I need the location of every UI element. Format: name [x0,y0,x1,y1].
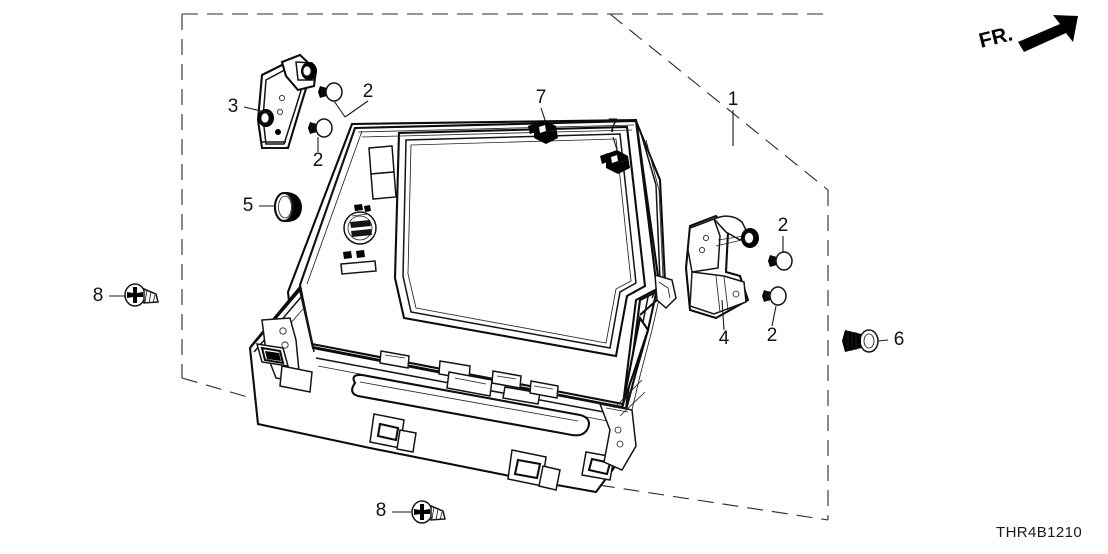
left-mounting-bracket [256,53,318,150]
face-label-rectangles [368,145,397,200]
callout-7-lower: 7 [608,116,619,137]
drawing-number: THR4B1210 [996,524,1082,541]
bracket-collar-left [258,109,274,127]
orientation-marker: FR. [977,15,1078,53]
callout-6: 6 [894,329,905,350]
right-mounting-bracket [684,214,759,320]
callout-8-bottom: 8 [376,500,387,521]
arrow-up-right-icon [1018,15,1078,52]
callout-2-upper-right: 2 [778,215,789,236]
tapping-screw [411,500,446,524]
harness-clip [600,150,630,174]
callout-numbers: 1 2 2 2 2 3 4 5 6 7 7 8 8 [93,81,905,521]
callout-2-upper-left: 2 [363,81,374,102]
bracket-collar-right [301,62,317,80]
callout-2-lower-right: 2 [767,325,778,346]
bracket-collar [741,228,759,248]
callout-2-lower-left: 2 [313,150,324,171]
mounting-screw [308,118,333,138]
fr-label: FR. [977,22,1015,53]
display-audio-unit-assembly [248,118,677,494]
callout-5: 5 [243,195,254,216]
callout-4: 4 [719,328,730,349]
harness-clip [528,120,558,144]
callout-1: 1 [728,89,739,110]
panel-buttons [379,350,559,405]
leader-lines [109,100,889,513]
rotary-dial-icon [343,204,377,245]
flange-bolt [842,329,879,353]
tapping-screw [124,283,159,307]
callout-8-left: 8 [93,285,104,306]
mounting-screw [318,82,343,102]
knob-cap [273,191,302,223]
card-slot [340,250,377,275]
panel-left-ear [255,317,313,393]
callout-7-upper: 7 [536,87,547,108]
mounting-screw [762,286,787,306]
callout-3: 3 [228,96,239,117]
mounting-screw [768,251,793,271]
